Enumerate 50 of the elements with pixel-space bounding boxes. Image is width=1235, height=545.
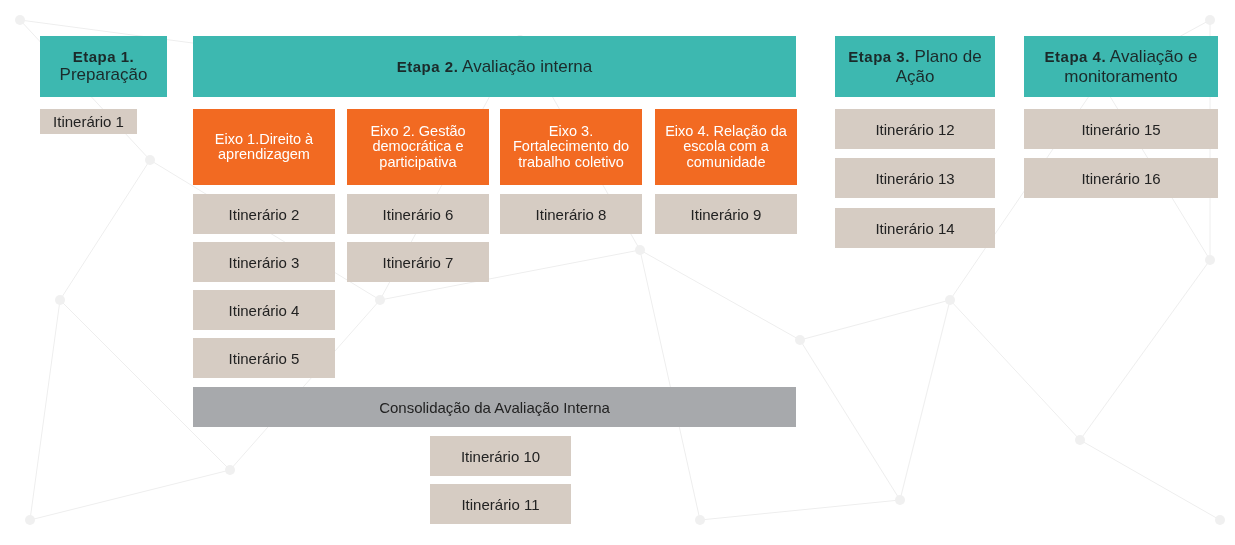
itinerary-label: Itinerário 3 [228, 253, 300, 271]
axis-box [655, 109, 797, 185]
itinerary-box [193, 290, 335, 330]
itinerary-label: Itinerário 2 [228, 205, 300, 223]
itinerary-box [430, 436, 571, 476]
itinerary-label: Itinerário 8 [535, 205, 607, 223]
axis-box [193, 109, 335, 185]
stage-title: Etapa 3. Plano de Ação [847, 46, 983, 87]
itinerary-label: Itinerário 12 [875, 120, 955, 138]
stage-header [835, 36, 995, 97]
itinerary-box [500, 194, 642, 234]
itinerary-label: Itinerário 4 [228, 301, 300, 319]
axis-title: Eixo 2. Gestão democrática e participativa [369, 124, 467, 170]
itinerary-label: Itinerário 5 [228, 349, 300, 367]
itinerary-box [193, 338, 335, 378]
itinerary-box [1024, 158, 1218, 198]
itinerary-box [835, 109, 995, 149]
axis-box [347, 109, 489, 185]
itinerary-label: Itinerário 13 [875, 169, 955, 187]
axis-title: Eixo 3. Fortalecimento do trabalho coletivo [511, 124, 631, 170]
itinerary-label: Itinerário 7 [382, 253, 454, 271]
itinerary-box [347, 242, 489, 282]
itinerary-label: Itinerário 10 [460, 447, 541, 465]
itinerary-label: Itinerário 11 [461, 495, 540, 513]
axis-title: Eixo 4. Relação da escola com a comunidade [664, 124, 788, 170]
stage-header [1024, 36, 1218, 97]
consolidation-bar [193, 387, 796, 427]
itinerary-label: Itinerário 15 [1081, 120, 1161, 138]
itinerary-box [655, 194, 797, 234]
stage-title: Etapa 4. Avaliação e monitoramento [1043, 46, 1199, 87]
stage-title: Etapa 2. Avaliação interna [396, 56, 593, 77]
itinerary-label: Itinerário 16 [1081, 169, 1161, 187]
itinerary-box [835, 158, 995, 198]
itinerary-box [193, 194, 335, 234]
stage-title: Etapa 1. Preparação [58, 48, 149, 85]
stage-header [193, 36, 796, 97]
itinerary-box [40, 109, 137, 134]
itinerary-box [1024, 109, 1218, 149]
itinerary-label: Itinerário 6 [382, 205, 454, 223]
itinerary-label: Itinerário 14 [875, 219, 955, 237]
itinerary-label: Itinerário 9 [690, 205, 762, 223]
itinerary-box [193, 242, 335, 282]
stage-header [40, 36, 167, 97]
axis-title: Eixo 1.Direito à aprendizagem [213, 131, 315, 163]
itinerary-box [835, 208, 995, 248]
itinerary-box [347, 194, 489, 234]
consolidation-label: Consolidação da Avaliação Interna [379, 398, 610, 416]
axis-box [500, 109, 642, 185]
itinerary-box [430, 484, 571, 524]
itinerary-label: Itinerário 1 [53, 113, 124, 130]
